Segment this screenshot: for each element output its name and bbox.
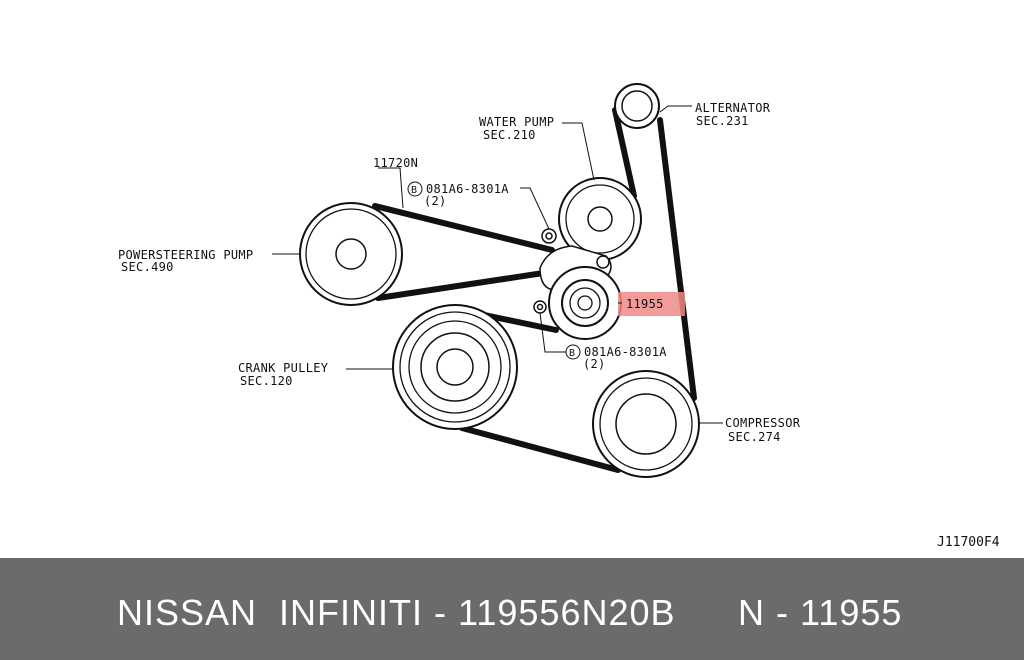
bolt-symbol-bottom-letter: B — [569, 348, 575, 359]
water-pump-sec: SEC.210 — [483, 128, 536, 142]
footer-part-info: NISSAN INFINITI - 119556N20B — [117, 592, 676, 633]
bolt-symbol-bottom — [565, 344, 581, 360]
powersteering-label: POWERSTEERING PUMP — [118, 248, 253, 262]
crank-pulley — [392, 304, 518, 430]
compressor-label: COMPRESSOR — [725, 416, 801, 430]
belt-diagram: ALTERNATOR SEC.231 WATER PUMP SEC.210 11… — [118, 83, 1000, 550]
compressor-sec: SEC.274 — [728, 430, 781, 444]
footer-bar: NISSAN INFINITI - 119556N20B N - 11955 — [0, 558, 1024, 660]
crank-sec: SEC.120 — [240, 374, 293, 388]
powersteering-sec: SEC.490 — [121, 260, 174, 274]
powersteering-pulley — [299, 202, 403, 306]
bolt-bottom-qty: (2) — [583, 357, 606, 371]
water-pump-pulley — [558, 177, 642, 261]
footer-oem-number: N - 11955 — [738, 592, 903, 633]
bolt-bottom-part: 081A6-8301A — [584, 345, 667, 359]
belt-part-number: 11720N — [373, 156, 418, 170]
leader-lines — [272, 105, 723, 424]
bolt-symbol-top — [407, 181, 423, 197]
tensioner-part-number: 11955 — [626, 297, 664, 311]
alternator-label: ALTERNATOR — [695, 101, 771, 115]
alternator-sec: SEC.231 — [696, 114, 749, 128]
bolt-symbol-top-letter: B — [411, 185, 417, 196]
compressor-pulley — [592, 370, 700, 478]
tensioner-pulley — [548, 266, 622, 340]
drive-belt — [372, 107, 697, 473]
bolt-top-part: 081A6-8301A — [426, 182, 509, 196]
alternator-pulley — [614, 83, 660, 129]
tensioner-highlight — [618, 292, 685, 316]
drawing-code: J11700F4 — [937, 535, 1000, 550]
crank-label: CRANK PULLEY — [238, 361, 329, 375]
water-pump-label: WATER PUMP — [479, 115, 554, 129]
bolt-top-qty: (2) — [424, 194, 447, 208]
